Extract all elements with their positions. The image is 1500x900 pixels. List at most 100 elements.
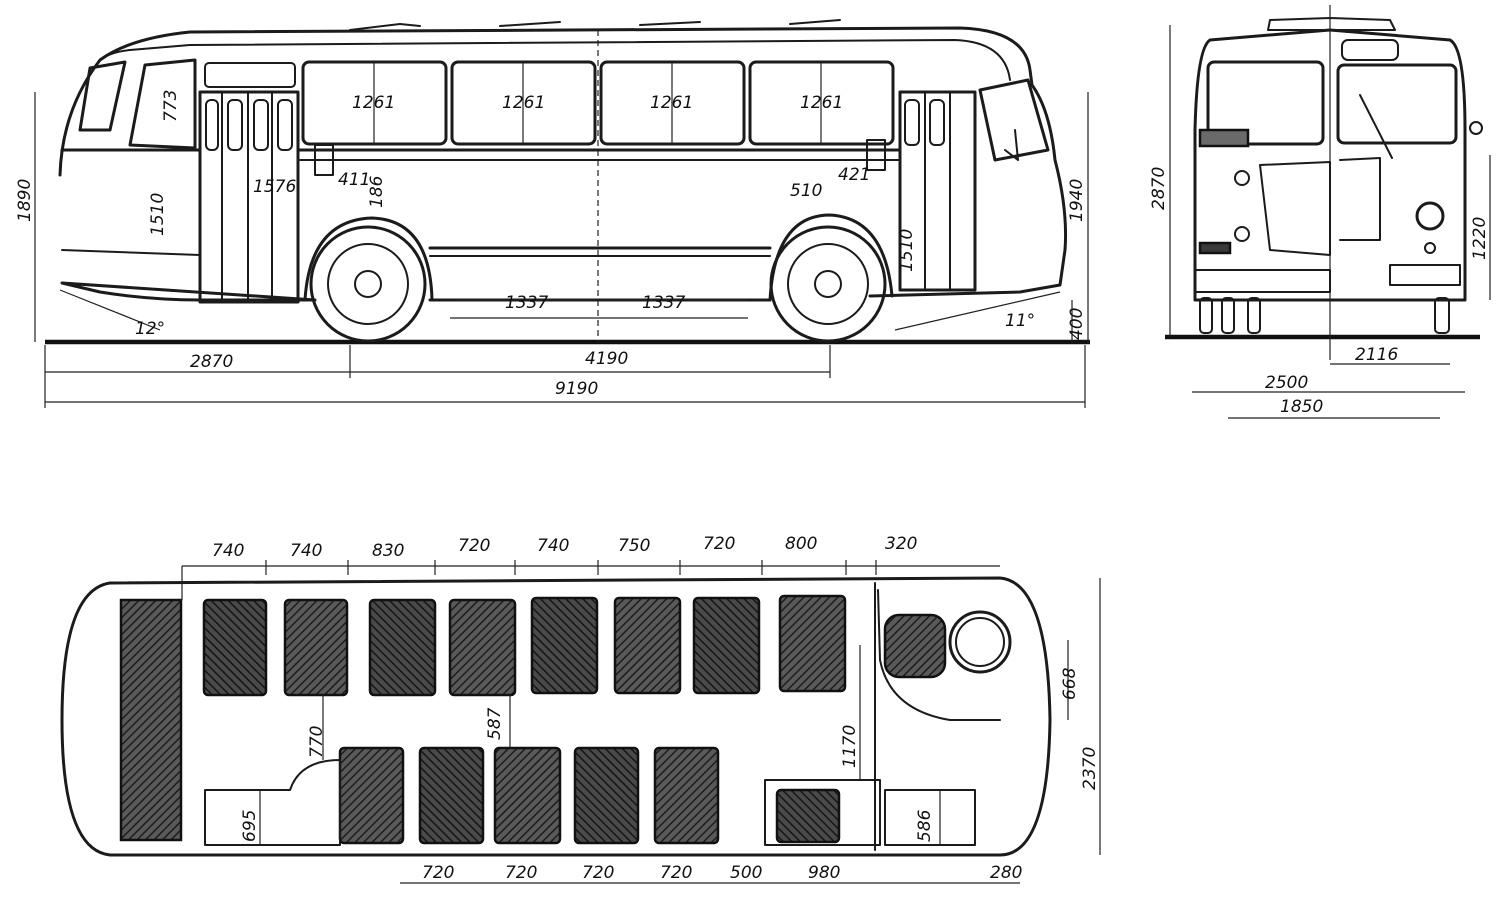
seat-r2 [418, 746, 485, 845]
rear-wheel [309, 225, 427, 343]
seat-l7 [692, 596, 761, 695]
bottom-pitch-4: 720 [660, 863, 692, 883]
seat-l5 [530, 596, 599, 695]
bottom-pitch-3: 720 [582, 863, 614, 883]
rear-bumper [1194, 269, 1331, 293]
seat-r3 [493, 746, 562, 845]
grab-handle-right [866, 139, 886, 171]
center-aisle: 1170 [840, 725, 860, 768]
roof-front [99, 44, 191, 61]
engine-cover [877, 589, 1001, 721]
bottom-pitch-5: 500 [730, 863, 762, 883]
front-body-outline [1193, 28, 1467, 302]
front-view-wheel-1 [1199, 297, 1213, 334]
rear-step-well [204, 759, 341, 846]
roof-vent-2 [499, 21, 561, 27]
pitch-6: 750 [618, 536, 650, 556]
pitch-5: 740 [537, 536, 569, 556]
front-mirror [1469, 121, 1483, 135]
front-panel [1339, 157, 1381, 241]
axle-offset: 510 [790, 181, 822, 201]
steering-wheel [948, 610, 1012, 674]
side-mirror [1004, 129, 1019, 161]
skirt-length-1: 1337 [505, 293, 548, 313]
rear-window [1206, 60, 1325, 146]
front-windshield [978, 78, 1050, 162]
overall-length: 9190 [555, 379, 598, 399]
front-door [898, 78, 1050, 292]
side-view: 1261 1261 1261 1261 773 1576 1510 1510 4… [15, 19, 1090, 408]
front-overhang: 2870 [190, 352, 233, 372]
roof-vent-3 [639, 21, 701, 26]
rear-engine-panel [1259, 161, 1331, 256]
front-door-frame [898, 90, 977, 292]
rear-seat-depth: 695 [240, 810, 260, 842]
right-door-height: 1510 [897, 229, 917, 272]
window-width-1: 1261 [352, 93, 395, 113]
steering-wheel-inner [955, 617, 1005, 667]
step-width: 411 [338, 170, 370, 190]
pitch-9: 320 [885, 534, 917, 554]
rear-lamp-upper [1234, 170, 1250, 186]
window-width-3: 1261 [650, 93, 693, 113]
rear-lamp-lower [1234, 226, 1250, 242]
rear-plate-lamp [1198, 241, 1232, 255]
seat-r4 [573, 746, 640, 845]
bottom-pitch-1: 720 [422, 863, 454, 883]
body-height-right: 1940 [1067, 179, 1087, 222]
track-width: 2116 [1355, 345, 1398, 365]
pitch-4: 720 [458, 536, 490, 556]
left-door-height: 1510 [148, 193, 168, 236]
headlamp-upper [1415, 201, 1445, 231]
spare-wheel [883, 613, 947, 679]
rear-windshield [78, 60, 127, 132]
rear-wheel-arch [303, 216, 434, 302]
window-width-4: 1261 [800, 93, 843, 113]
front-wheel [769, 225, 887, 343]
wheelbase: 4190 [585, 349, 628, 369]
rear-side-window [128, 58, 197, 150]
roof-vent-4 [789, 19, 841, 25]
front-windshield-view [1336, 63, 1458, 145]
plan-outline [60, 576, 1052, 857]
seat-l4 [448, 598, 517, 697]
front-view-wheel-3 [1247, 297, 1261, 334]
rear-door [198, 90, 300, 304]
rear-step-width: 421 [838, 165, 870, 185]
left-seat-row [202, 594, 847, 697]
spare-wheel-width: 668 [1060, 667, 1080, 700]
front-view-wheel-2 [1221, 297, 1235, 334]
door-step-depth: 586 [915, 809, 935, 842]
indicator-lamp [1424, 242, 1436, 254]
inner-width: 1850 [1280, 397, 1323, 417]
skirt-length-2: 1337 [642, 293, 685, 313]
front-view-wheel-4 [1434, 297, 1450, 334]
seat-l6 [613, 596, 682, 695]
body-height-left: 1890 [15, 179, 35, 222]
seat-r5 [653, 746, 720, 845]
left-aisle: 770 [307, 726, 327, 758]
rear-grille [1198, 128, 1250, 148]
front-bumper [1389, 264, 1461, 286]
driver-seat [775, 788, 841, 844]
headlamp-height: 1220 [1470, 217, 1490, 260]
side-windows [301, 60, 895, 146]
front-overall-width: 2500 [1265, 373, 1308, 393]
plan-view: 740 740 830 720 740 750 720 800 320 720 … [60, 534, 1101, 884]
roof-rail [189, 39, 1011, 81]
pitch-8: 800 [785, 534, 817, 554]
front-roof-lamps [1267, 17, 1396, 31]
bottom-pitch-2: 720 [505, 863, 537, 883]
rear-bench-seat [119, 598, 183, 842]
seat-l1 [202, 598, 268, 697]
aisle-width: 587 [485, 707, 505, 740]
front-step-well [884, 789, 976, 846]
pitch-2: 740 [290, 541, 322, 561]
route-sign [204, 62, 296, 88]
destination-board [1341, 39, 1399, 61]
pitch-3: 830 [372, 541, 404, 561]
rear-door-height: 1576 [253, 177, 296, 197]
front-window-height: 773 [161, 90, 181, 122]
front-view: 2870 1220 2116 2500 1850 [1149, 5, 1491, 419]
